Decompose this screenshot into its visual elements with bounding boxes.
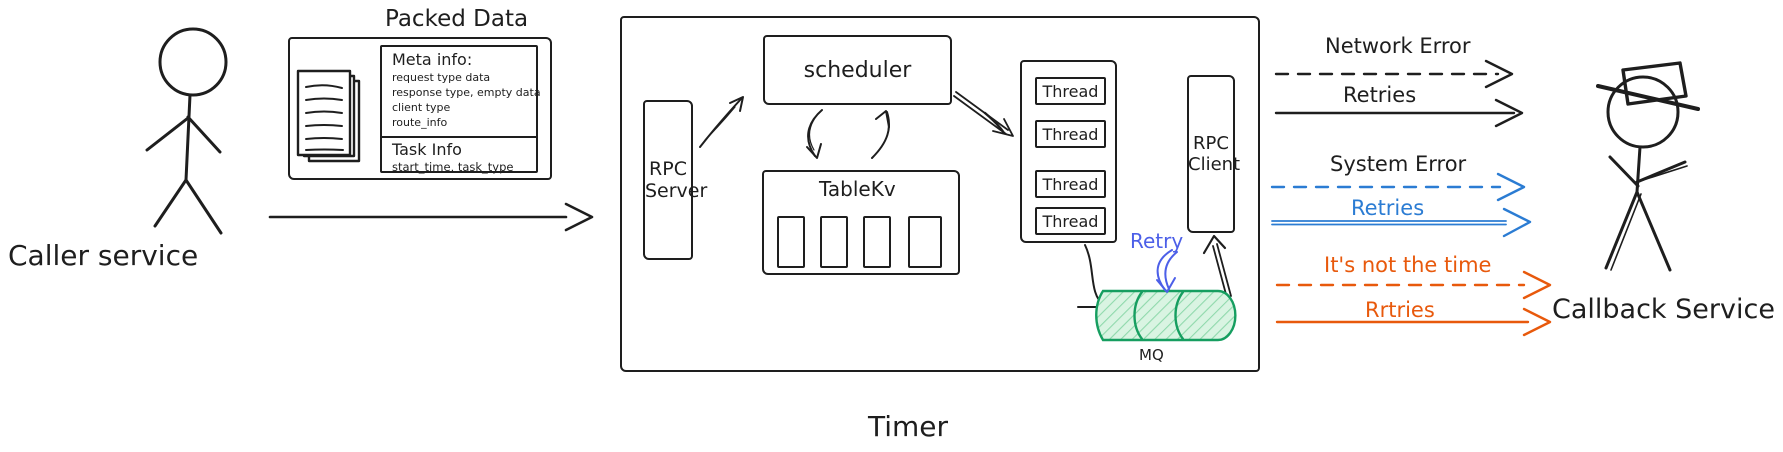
tablekv-label: TableKv	[819, 177, 896, 201]
meta-info-heading: Meta info:	[392, 50, 473, 69]
tablekv-to-scheduler-arrow	[871, 110, 891, 159]
rpc-server-box: RPC Server	[643, 100, 708, 260]
scheduler-to-threads-arrow	[953, 91, 1014, 137]
task-info-line: start_time, task_type	[392, 160, 514, 174]
documents-icon	[296, 69, 361, 163]
tablekv-cell	[863, 216, 891, 268]
flow-label-not-the-time: It's not the time	[1324, 253, 1492, 277]
rpcserver-to-scheduler-arrow	[699, 96, 744, 148]
thread-label: Thread	[1042, 174, 1099, 194]
thread-box: Thread	[1035, 207, 1106, 235]
scheduler-label: scheduler	[803, 57, 912, 83]
rpc-client-label: RPC Client	[1188, 133, 1241, 175]
mq-cylinder-icon	[1095, 289, 1237, 342]
callback-service-label: Callback Service	[1552, 294, 1775, 325]
flow-arrow-retries-black	[1274, 98, 1524, 128]
task-info-section: Task Info start_time, task_type	[382, 138, 536, 174]
mq-label: MQ	[1139, 346, 1164, 364]
thread-label: Thread	[1042, 211, 1099, 231]
scheduler-to-tablekv-arrow	[806, 109, 823, 159]
flow-label-network-error: Network Error	[1325, 34, 1471, 58]
meta-line-request: request type data	[392, 71, 491, 84]
thread-box: Thread	[1035, 170, 1106, 198]
task-info-heading: Task Info	[392, 140, 462, 159]
meta-info-section: Meta info: request type data response ty…	[382, 47, 541, 138]
rpc-server-label: RPC Server	[645, 158, 708, 202]
scheduler-box: scheduler	[763, 35, 952, 105]
caller-to-timer-arrow	[268, 202, 594, 232]
caller-figure-icon	[145, 27, 228, 235]
packed-data-box	[288, 37, 552, 180]
tablekv-box: TableKv	[762, 170, 960, 275]
meta-line-route: route_info	[392, 115, 448, 129]
flow-label-rrtries: Rrtries	[1365, 298, 1435, 322]
retry-arrow	[1156, 249, 1178, 293]
flow-arrow-rrtries	[1275, 307, 1552, 337]
caller-service-label: Caller service	[8, 239, 199, 272]
flow-label-retries-blue: Retries	[1351, 196, 1425, 220]
flow-arrow-network-error	[1274, 59, 1514, 89]
timer-box	[620, 16, 1260, 372]
thread-label: Thread	[1042, 124, 1099, 144]
packed-data-title: Packed Data	[385, 6, 529, 32]
tablekv-cell	[908, 216, 942, 268]
mq-to-rpcclient-arrow	[1202, 234, 1232, 299]
callback-figure-icon	[1596, 61, 1700, 272]
thread-pool-box: Thread Thread Thread Thread	[1020, 60, 1117, 243]
retry-label: Retry	[1130, 229, 1184, 253]
tablekv-cell	[777, 216, 805, 268]
flow-label-retries-black: Retries	[1343, 83, 1417, 107]
meta-line-response: response type, empty data	[392, 85, 541, 99]
thread-label: Thread	[1042, 81, 1099, 101]
rpc-client-box: RPC Client	[1187, 75, 1241, 233]
flow-arrow-retries-blue	[1271, 207, 1532, 238]
tablekv-cell	[820, 216, 848, 268]
timer-label: Timer	[868, 410, 949, 443]
meta-line-client: client type	[392, 100, 451, 114]
flow-label-system-error: System Error	[1330, 152, 1467, 176]
flow-arrow-not-the-time	[1275, 270, 1552, 300]
packed-data-inner-card: Meta info: request type data response ty…	[380, 45, 541, 174]
thread-box: Thread	[1035, 77, 1106, 105]
thread-box: Thread	[1035, 120, 1106, 148]
flow-arrow-system-error	[1270, 172, 1526, 202]
